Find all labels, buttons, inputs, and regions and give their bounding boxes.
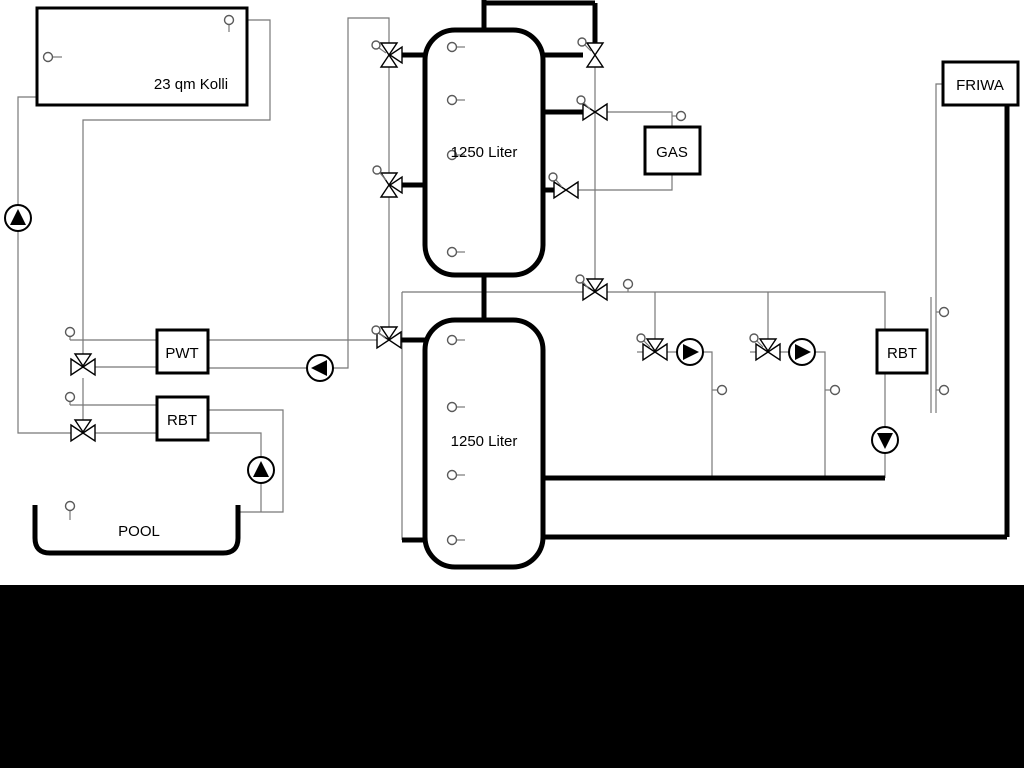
pump-down-icon: [871, 426, 899, 454]
buffer-tank-top: [422, 27, 546, 278]
sensor-icon: [446, 149, 458, 161]
pump-left-icon: [306, 354, 334, 382]
valve-actuator-icon: [576, 95, 586, 105]
sensor-icon: [446, 41, 458, 53]
friwa-box: [941, 60, 1020, 107]
pipe-friwa-secondary: [935, 83, 943, 413]
valve-actuator-icon: [548, 172, 558, 182]
sensor-icon: [64, 391, 76, 403]
sensor-icon: [446, 334, 458, 346]
sensor-icon: [675, 110, 687, 122]
gas-boiler-box: [643, 125, 702, 176]
sensor-icon: [446, 401, 458, 413]
pipe-to-gas-top: [607, 111, 673, 127]
pool-shape: [32, 505, 241, 556]
sensor-icon: [64, 500, 76, 512]
pipe-heating-header: [607, 291, 886, 330]
pipe-collector-supply: [82, 19, 271, 356]
pump-right-icon: [788, 338, 816, 366]
mixing-valve-icon: [642, 338, 668, 361]
sensor-icon: [446, 469, 458, 481]
pwt-box: [155, 328, 210, 375]
three-way-valve-icon: [70, 353, 96, 376]
pool-label: POOL: [118, 523, 160, 540]
gas-label: GAS: [656, 144, 688, 161]
pump-up-icon: [4, 204, 32, 232]
actuator-stem: [643, 340, 651, 348]
sensor-icon: [446, 534, 458, 546]
actuator-stem: [756, 340, 764, 348]
three-way-valve-icon: [582, 278, 608, 301]
valve-actuator-icon: [577, 37, 587, 47]
rbt-left-box: [155, 395, 210, 442]
pipes-thin: [17, 17, 943, 540]
pipes-thick: [398, 0, 1010, 543]
actuator-stem: [582, 281, 590, 290]
sensor-icon: [223, 14, 235, 26]
pipe-pool-return: [208, 432, 262, 512]
pwt-label: PWT: [165, 345, 198, 362]
valve-icon: [553, 181, 579, 199]
pipe-collector-return: [17, 96, 71, 434]
valve-actuator-icon: [371, 325, 381, 335]
three-way-valve-icon: [380, 172, 403, 198]
mixing-valve-icon: [755, 338, 781, 361]
actuator-stem: [555, 179, 563, 188]
rbt-left-label: RBT: [167, 412, 197, 429]
actuator-stem: [378, 332, 386, 339]
sensor-icon: [716, 384, 728, 396]
friwa-label: FRIWA: [956, 77, 1004, 94]
letterbox-bottom: [0, 585, 1024, 768]
three-way-valve-icon: [70, 419, 96, 442]
collector-label: 23 qm Kolli: [154, 76, 228, 93]
pipe-circuit1-return: [703, 351, 713, 478]
valve-actuator-icon: [372, 165, 382, 175]
actuator-stem: [378, 47, 387, 54]
actuator-stem: [583, 102, 591, 110]
sensor-icon: [64, 326, 76, 338]
valve-actuator-icon: [749, 333, 759, 343]
three-way-valve-icon: [380, 42, 403, 68]
rbt-right-box: [875, 328, 929, 375]
pipe-pwt-charging-riser: [208, 17, 390, 369]
sensors: [42, 14, 950, 546]
valve-actuator-icon: [636, 333, 646, 343]
pump-right-icon: [676, 338, 704, 366]
sensor-icon: [42, 51, 54, 63]
pipe-rbt-to-pool: [208, 409, 284, 513]
sensor-icon: [622, 278, 634, 290]
valve-actuator-icon: [575, 274, 585, 284]
sensor-icon: [938, 384, 950, 396]
sensor-icon: [446, 246, 458, 258]
valve-icon: [586, 42, 604, 68]
pipe-circuit2-return: [815, 351, 826, 478]
hydraulic-schematic: 23 qm Kolli 1250 Liter 1250 Liter GAS FR…: [0, 0, 1024, 585]
actuator-stem: [379, 172, 387, 181]
pump-up-icon: [247, 456, 275, 484]
buffer-tank-bottom: [422, 317, 546, 570]
rbt-right-label: RBT: [887, 345, 917, 362]
pipe-to-gas-bottom: [578, 174, 673, 191]
tank-bottom-label: 1250 Liter: [451, 433, 518, 450]
tank-top-label: 1250 Liter: [451, 144, 518, 161]
valve-actuator-icon: [371, 40, 381, 50]
sensor-icon: [446, 94, 458, 106]
actuator-stem: [584, 44, 592, 52]
collector-box: [35, 6, 249, 107]
sensor-icon: [829, 384, 841, 396]
sensor-icon: [938, 306, 950, 318]
